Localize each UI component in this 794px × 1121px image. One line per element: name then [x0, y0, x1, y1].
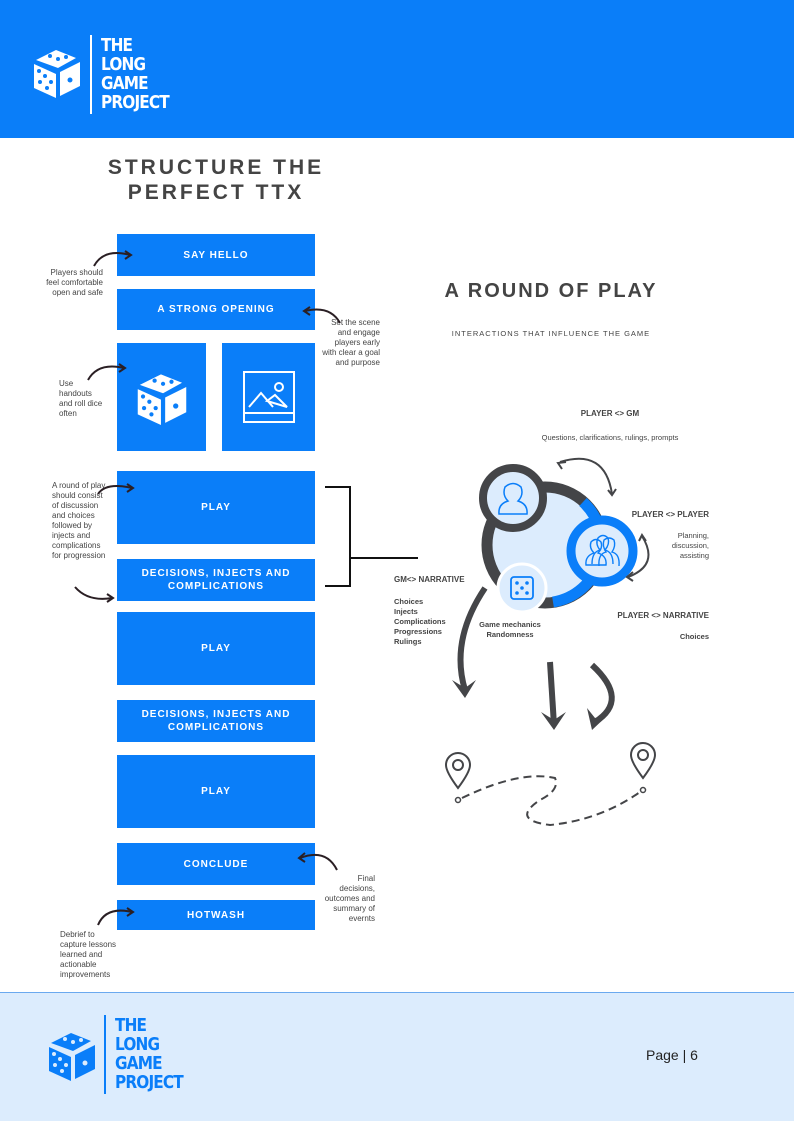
round-title: A ROUND OF PLAY	[444, 280, 658, 302]
player-player-desc: Planning, discussion, assisting	[671, 531, 709, 560]
title-line: STRUCTURE THE	[107, 156, 325, 179]
dice-logo-icon	[34, 50, 80, 98]
gm-narrative-label: GM<> NARRATIVE	[394, 575, 465, 584]
player-gm-label: PLAYER <> GM	[580, 409, 640, 418]
step-decisions: DECISIONS, INJECTS AND COMPLICATIONS	[117, 559, 315, 601]
dice-logo-icon	[49, 1033, 95, 1081]
item: Complications	[394, 617, 446, 626]
note-handouts: Use handouts and roll dice often	[59, 379, 103, 418]
logo-line: GAME	[115, 1053, 163, 1074]
item: Randomness	[486, 630, 534, 639]
title-line: PERFECT TTX	[127, 181, 305, 204]
step-decisions: DECISIONS, INJECTS AND COMPLICATIONS	[117, 700, 315, 742]
round-subtitle: INTERACTIONS THAT INFLUENCE THE GAME	[451, 329, 651, 338]
logo-line: LONG	[101, 54, 146, 75]
item: Injects	[394, 607, 418, 616]
dice-icon	[137, 374, 186, 425]
group-icon	[585, 534, 620, 567]
dice-tile	[117, 343, 206, 451]
die-icon	[510, 576, 534, 600]
step-conclude: CONCLUDE	[117, 843, 315, 885]
item: Progressions	[394, 627, 442, 636]
footer	[0, 992, 794, 1121]
step-play: PLAY	[117, 755, 315, 828]
dashed-path	[461, 775, 641, 827]
logo-divider	[104, 1015, 106, 1094]
note-hotwash: Debrief to capture lessons learned and a…	[60, 930, 117, 979]
note-opening: Set the scene and engage players early w…	[322, 318, 380, 367]
logo-divider	[90, 35, 92, 114]
logo-line: THE	[115, 1015, 147, 1036]
logo-line: PROJECT	[101, 92, 170, 113]
step-play: PLAY	[117, 612, 315, 685]
map-pin-icon	[444, 752, 472, 804]
page-number: Page | 6	[646, 1047, 698, 1063]
map-pin-icon	[629, 742, 657, 794]
players-node	[566, 515, 638, 587]
player-narrative-desc: Choices	[679, 632, 709, 641]
step-play: PLAY	[117, 471, 315, 544]
item: Choices	[394, 597, 424, 606]
note-hello: Players should feel comfortable open and…	[46, 268, 103, 297]
gm-node	[479, 464, 547, 532]
step-opening: A STRONG OPENING	[117, 289, 315, 330]
player-narrative-label: PLAYER <> NARRATIVE	[617, 611, 709, 620]
player-player-label: PLAYER <> PLAYER	[631, 510, 709, 519]
round-diagram	[444, 457, 657, 827]
header-banner	[0, 0, 794, 138]
logo-line: LONG	[115, 1034, 160, 1055]
logo-line: THE	[101, 35, 133, 56]
step-hotwash: HOTWASH	[117, 900, 315, 930]
logo-line: GAME	[101, 73, 149, 94]
logo-line: PROJECT	[115, 1072, 184, 1093]
item: Game mechanics	[479, 620, 541, 629]
note-round: A round of play should consist of discus…	[52, 481, 106, 560]
connector-arrows	[74, 250, 418, 926]
note-conclude: Final decisions, outcomes and summary of…	[324, 874, 375, 923]
person-icon	[498, 482, 528, 515]
image-tile	[222, 343, 315, 451]
image-icon	[242, 371, 295, 423]
item: Rulings	[394, 637, 422, 646]
step-say-hello: SAY HELLO	[117, 234, 315, 276]
player-gm-desc: Questions, clarifications, rulings, prom…	[541, 433, 679, 442]
